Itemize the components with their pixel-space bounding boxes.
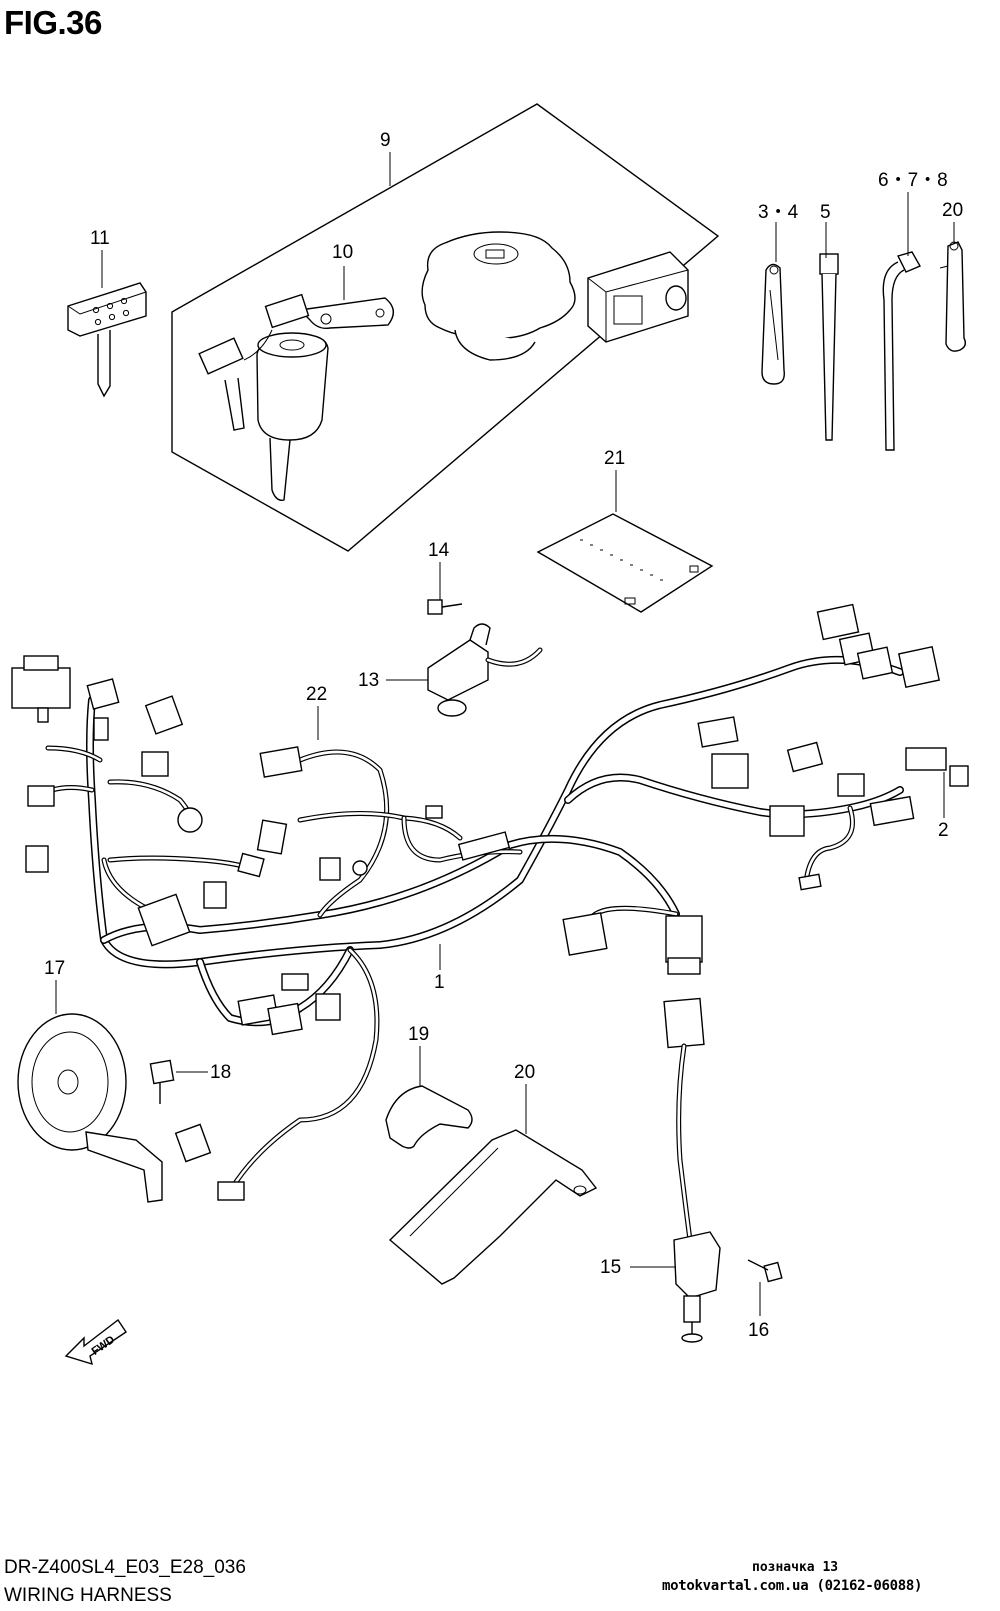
- fwd-arrow-icon: FWD: [64, 1318, 127, 1366]
- callout-20: 20: [942, 200, 963, 221]
- part-6-7-8-cable-tie: [882, 251, 921, 451]
- callout-22: 22: [306, 684, 327, 705]
- callout-labels: 9 10 11 3・4 5 6・7・8 20 21 14 13 22 2 1 1…: [44, 130, 963, 1341]
- callout-19: 20: [514, 1062, 535, 1083]
- callout-5: 5: [820, 202, 831, 223]
- callout-16: 17: [44, 958, 65, 979]
- callout-11: 11: [90, 228, 110, 249]
- part-12-switch: [427, 623, 543, 717]
- callout-1: 1: [434, 972, 445, 993]
- part-20-clamp: [939, 241, 967, 352]
- part-3-4-clamp: [761, 263, 785, 385]
- callout-10: 10: [332, 242, 353, 263]
- part-17-bolt: [149, 1059, 175, 1104]
- figure-title: FIG.36: [4, 4, 102, 41]
- callout-15: 16: [748, 1320, 769, 1341]
- callout-18: 19: [408, 1024, 429, 1045]
- site-credit: motokvartal.com.ua (02162-06088): [662, 1578, 923, 1594]
- part-16-horn: [17, 1013, 163, 1203]
- part-14-switch: [663, 997, 721, 1343]
- leader-lines: [55, 152, 955, 1316]
- callout-6-7-8: 6・7・8: [878, 170, 948, 191]
- part-9-fuel-cap: [421, 231, 576, 361]
- part-21-label-sheet: [536, 513, 714, 613]
- part-11-key: [67, 282, 147, 398]
- mark-label: позначка 13: [752, 1560, 839, 1575]
- callout-13: 14: [428, 540, 450, 561]
- callout-9: 9: [380, 130, 391, 151]
- harness-connectors: [11, 603, 969, 1201]
- section-name: WIRING HARNESS: [4, 1585, 172, 1606]
- callout-12: 13: [358, 670, 379, 691]
- part-13-bolt: [427, 599, 463, 615]
- part-18-cover: [385, 1085, 473, 1149]
- part-15-bolt: [747, 1259, 783, 1283]
- callout-14: 15: [600, 1257, 621, 1278]
- callout-17: 18: [210, 1062, 231, 1083]
- callout-3-4: 3・4: [758, 202, 799, 223]
- part-10-ignition-switch: [198, 293, 394, 501]
- part-9-seat-lock: [587, 251, 689, 343]
- part-5-cable-tie: [819, 253, 839, 441]
- callout-2: 2: [938, 820, 949, 841]
- part-19-bracket: [388, 1129, 598, 1285]
- callout-21: 21: [604, 448, 625, 469]
- model-code: DR-Z400SL4_E03_E28_036: [4, 1557, 246, 1578]
- part-9-ignition-set-box: [171, 103, 720, 552]
- part-1-main-harness: [45, 655, 904, 1191]
